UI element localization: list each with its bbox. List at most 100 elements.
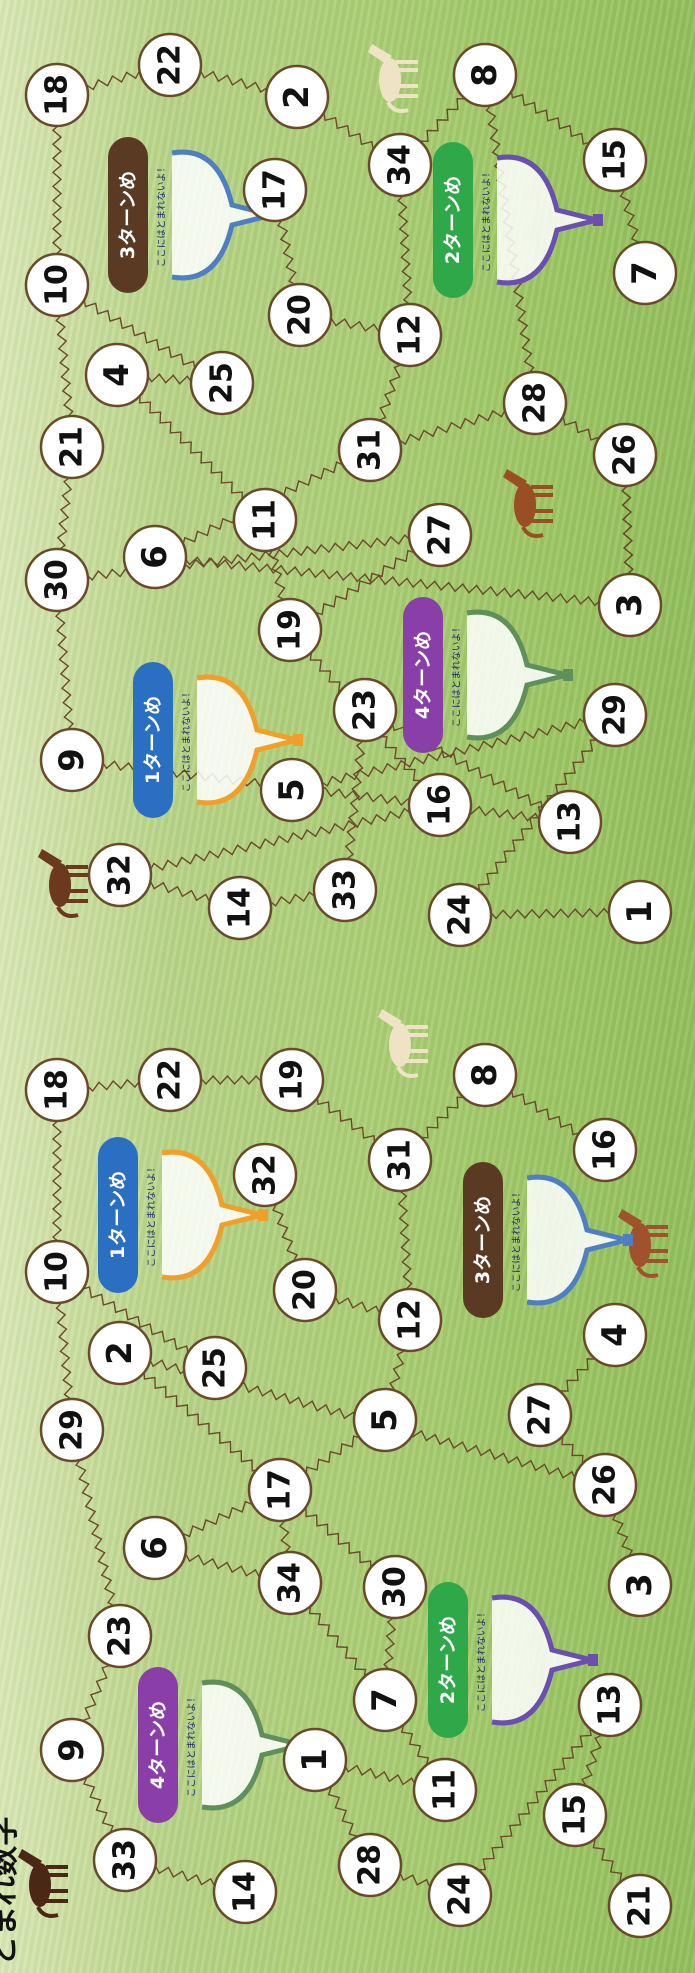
turn-note: ここにはとまれないよ！ bbox=[482, 168, 493, 272]
board-a-space[interactable]: 30 bbox=[26, 549, 88, 611]
board-b-space[interactable]: 5 bbox=[354, 1389, 416, 1451]
board-b-space[interactable]: 1 bbox=[284, 1729, 346, 1791]
board-b-space[interactable]: 17 bbox=[249, 1459, 311, 1521]
board-a-space[interactable]: 32 bbox=[89, 844, 151, 906]
board-a-space[interactable]: 19 bbox=[259, 599, 321, 661]
board-b-space[interactable]: 10 bbox=[26, 1241, 88, 1303]
board-b-space[interactable]: 18 bbox=[26, 1059, 88, 1121]
space-number: 32 bbox=[103, 854, 138, 896]
board-a-space[interactable]: 16 bbox=[409, 774, 471, 836]
board-b-space[interactable]: 22 bbox=[139, 1049, 201, 1111]
space-number: 2 bbox=[100, 1341, 140, 1365]
board-a-space[interactable]: 18 bbox=[26, 64, 88, 126]
page-title: とまれ数字 bbox=[0, 1816, 22, 1966]
board-a-space[interactable]: 10 bbox=[26, 254, 88, 316]
space-number: 16 bbox=[423, 784, 458, 826]
board-b-space[interactable]: 34 bbox=[259, 1552, 321, 1614]
board-b-space[interactable]: 21 bbox=[609, 1875, 671, 1937]
board-a-space[interactable]: 23 bbox=[334, 679, 396, 741]
board-b-space[interactable]: 12 bbox=[379, 1289, 441, 1351]
horse-icon bbox=[503, 469, 553, 536]
space-number: 6 bbox=[135, 545, 175, 569]
board-a-space[interactable]: 7 bbox=[614, 242, 676, 304]
board-a-space[interactable]: 22 bbox=[139, 34, 201, 96]
board-b-space[interactable]: 27 bbox=[509, 1384, 571, 1446]
board-b-space[interactable]: 26 bbox=[574, 1454, 636, 1516]
space-number: 11 bbox=[248, 499, 283, 541]
board-b-space[interactable]: 25 bbox=[184, 1337, 246, 1399]
space-number: 23 bbox=[348, 689, 383, 731]
board-a-space[interactable]: 21 bbox=[41, 416, 103, 478]
board-b-space[interactable]: 9 bbox=[41, 1719, 103, 1781]
space-number: 17 bbox=[258, 169, 293, 211]
board-b-space[interactable]: 23 bbox=[89, 1605, 151, 1667]
board-b-space[interactable]: 6 bbox=[124, 1517, 186, 1579]
board-b-space[interactable]: 32 bbox=[234, 1144, 296, 1206]
space-number: 22 bbox=[153, 44, 188, 86]
board-b-space[interactable]: 8 bbox=[454, 1044, 516, 1106]
turn-label: 2ターンめ bbox=[437, 1616, 459, 1704]
space-number: 29 bbox=[55, 1409, 90, 1451]
board-b-space[interactable]: 4 bbox=[584, 1304, 646, 1366]
board-a-space[interactable]: 33 bbox=[314, 859, 376, 921]
space-number: 17 bbox=[263, 1469, 298, 1511]
board-b-space[interactable]: 29 bbox=[41, 1399, 103, 1461]
board-a-space[interactable]: 4 bbox=[86, 344, 148, 406]
board-a-space[interactable]: 27 bbox=[409, 504, 471, 566]
board-a-space[interactable]: 12 bbox=[379, 304, 441, 366]
board-a-space[interactable]: 3 bbox=[599, 574, 661, 636]
board-a-space[interactable]: 28 bbox=[504, 372, 566, 434]
board-a-space[interactable]: 5 bbox=[261, 759, 323, 821]
board-b-space[interactable]: 31 bbox=[369, 1129, 431, 1191]
board-a-space[interactable]: 24 bbox=[429, 884, 491, 946]
board-b-space[interactable]: 24 bbox=[429, 1864, 491, 1926]
board-b-space[interactable]: 20 bbox=[274, 1259, 336, 1321]
board-a-space[interactable]: 20 bbox=[269, 284, 331, 346]
board-a-space[interactable]: 9 bbox=[41, 729, 103, 791]
board-a-space[interactable]: 31 bbox=[339, 419, 401, 481]
turn-frame bbox=[497, 157, 597, 283]
alpaca-icon bbox=[378, 1009, 428, 1076]
space-number: 14 bbox=[228, 1871, 263, 1913]
space-number: 16 bbox=[588, 1129, 623, 1171]
board-a-space[interactable]: 17 bbox=[244, 159, 306, 221]
space-number: 6 bbox=[135, 1536, 175, 1560]
board-a-space[interactable]: 26 bbox=[594, 424, 656, 486]
board-b-turn-marker: 4ターンめここにはとまれないよ！ bbox=[138, 1667, 308, 1823]
board-a-space[interactable]: 11 bbox=[234, 489, 296, 551]
board-b-space[interactable]: 19 bbox=[261, 1049, 323, 1111]
board-a-space[interactable]: 8 bbox=[454, 44, 516, 106]
space-number: 3 bbox=[620, 1573, 660, 1597]
board-a-space[interactable]: 13 bbox=[539, 791, 601, 853]
board-b-space[interactable]: 33 bbox=[94, 1829, 156, 1891]
board-a-space[interactable]: 15 bbox=[584, 129, 646, 191]
board-a-space[interactable]: 25 bbox=[191, 352, 253, 414]
board-b-space[interactable]: 16 bbox=[574, 1119, 636, 1181]
board-b-space[interactable]: 3 bbox=[609, 1554, 671, 1616]
space-number: 9 bbox=[52, 1738, 92, 1762]
space-number: 15 bbox=[558, 1794, 593, 1836]
board-b-space[interactable]: 11 bbox=[414, 1759, 476, 1821]
turn-note: ここにはとまれないよ！ bbox=[182, 688, 193, 792]
board-a-space[interactable]: 6 bbox=[124, 526, 186, 588]
board-a-space[interactable]: 2 bbox=[266, 66, 328, 128]
space-number: 23 bbox=[103, 1615, 138, 1657]
board-a-space[interactable]: 34 bbox=[369, 134, 431, 196]
board-b-space[interactable]: 28 bbox=[339, 1834, 401, 1896]
board-b-space[interactable]: 14 bbox=[214, 1861, 276, 1923]
space-number: 31 bbox=[353, 429, 388, 471]
space-number: 1 bbox=[295, 1748, 335, 1772]
space-number: 10 bbox=[40, 1251, 75, 1293]
board-a-space[interactable]: 29 bbox=[584, 684, 646, 746]
space-number: 30 bbox=[40, 559, 75, 601]
board-b-space[interactable]: 15 bbox=[544, 1784, 606, 1846]
space-number: 14 bbox=[223, 887, 258, 929]
board-b-space[interactable]: 7 bbox=[354, 1669, 416, 1731]
board-b-space[interactable]: 2 bbox=[89, 1322, 151, 1384]
board-b-space[interactable]: 30 bbox=[364, 1556, 426, 1618]
board-a-space[interactable]: 1 bbox=[609, 881, 671, 943]
board-b-space[interactable]: 13 bbox=[579, 1674, 641, 1736]
space-number: 33 bbox=[328, 869, 363, 911]
board-a-space[interactable]: 14 bbox=[209, 877, 271, 939]
